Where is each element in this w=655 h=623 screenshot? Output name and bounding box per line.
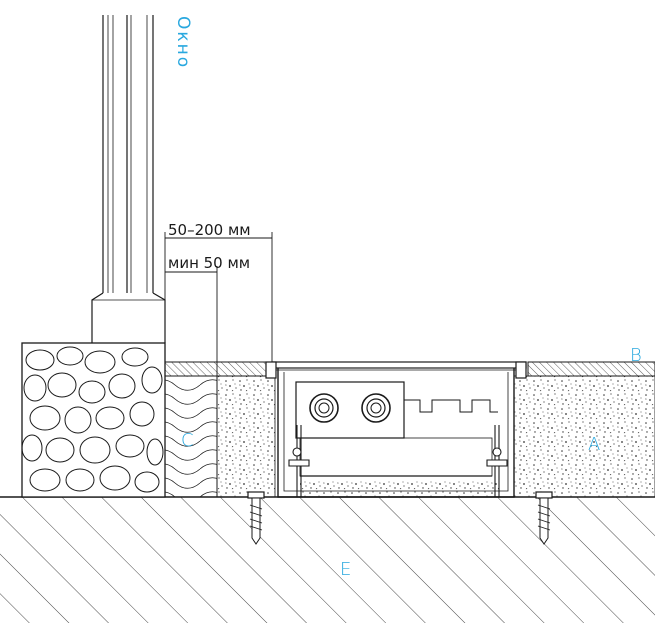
label-e: E — [340, 559, 351, 580]
adjust-screw-left — [288, 425, 310, 497]
pipe-connector-left — [309, 393, 339, 423]
adjust-screw-right — [486, 425, 508, 497]
label-a: A — [588, 434, 600, 455]
floor-covering — [164, 361, 655, 377]
insulation — [164, 375, 218, 498]
label-b: B — [630, 345, 642, 366]
window-label: Окно — [173, 16, 193, 69]
dimension-min — [165, 266, 218, 376]
dimension-min-label: мин 50 мм — [168, 254, 250, 272]
window-frame — [91, 15, 166, 343]
dimension-overall-label: 50–200 мм — [168, 221, 251, 239]
label-c: C — [181, 430, 194, 451]
anchor-bolt-right — [535, 491, 553, 545]
dimension-overall — [164, 232, 273, 362]
pipe-connector-right — [361, 393, 391, 423]
screed — [216, 375, 655, 498]
anchor-bolt-left — [247, 491, 265, 545]
concrete-slab — [0, 496, 655, 623]
convector-body — [265, 361, 527, 498]
stone-wall — [21, 342, 166, 498]
